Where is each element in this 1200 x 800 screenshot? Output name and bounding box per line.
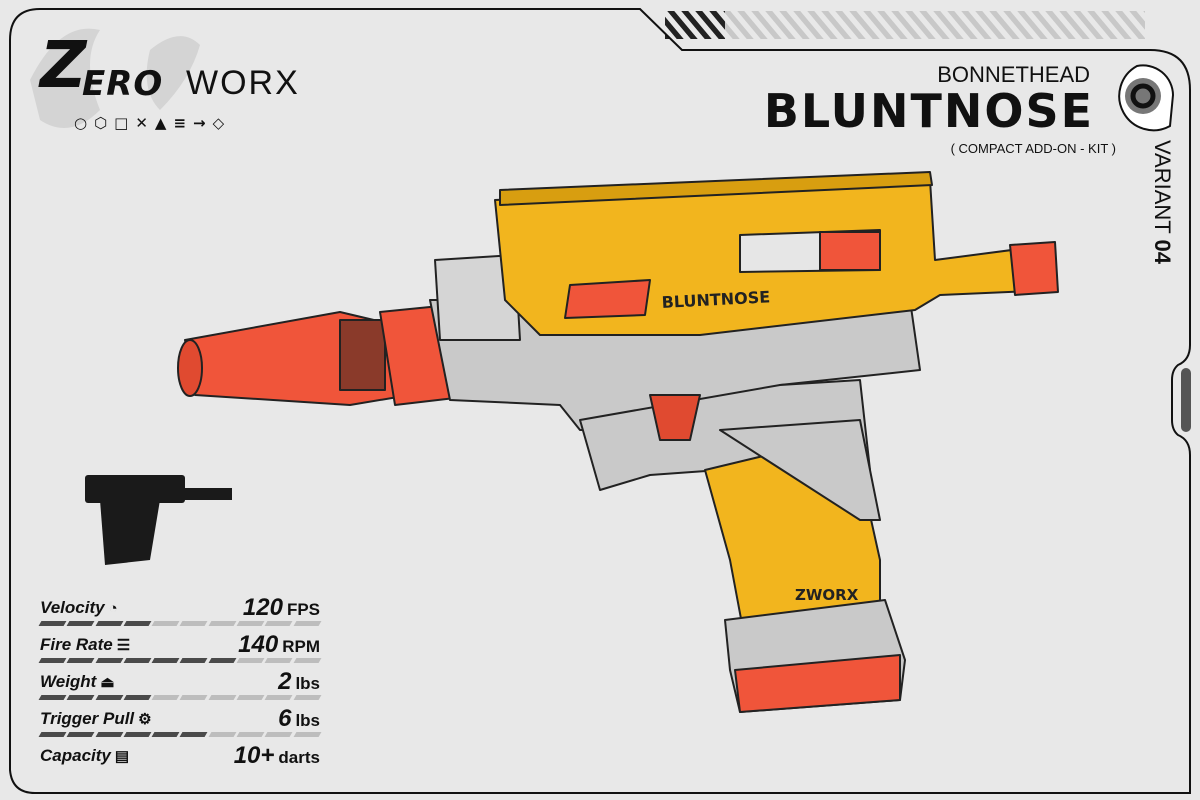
- grip-logo: ZWORX: [795, 586, 859, 604]
- stat-bar-segment: [95, 732, 124, 737]
- stat-label-text: Weight: [40, 672, 97, 691]
- stat-label: Trigger Pull⚙: [40, 709, 152, 729]
- stat-bar-segment: [123, 732, 152, 737]
- stat-bar-segment: [236, 621, 265, 626]
- stat-unit: lbs: [295, 711, 320, 730]
- stat-value-number: 10+: [233, 742, 275, 769]
- shark-watermark: [30, 28, 200, 128]
- stat-value-number: 140: [238, 631, 279, 658]
- stat-value-number: 120: [242, 594, 283, 621]
- stat-bar-segment: [236, 658, 265, 663]
- product-title: BLUNTNOSE: [763, 84, 1094, 138]
- stat-bar-segment: [95, 695, 124, 700]
- stat-bar-segment: [236, 695, 265, 700]
- stat-bar-segment: [293, 732, 322, 737]
- kettlebell-icon: ⏏: [100, 674, 115, 691]
- stat-value-number: 6: [278, 705, 292, 732]
- stat-bar-segment: [208, 732, 237, 737]
- stat-bar-segment: [38, 621, 67, 626]
- trigger-icon: ⚙: [138, 711, 152, 728]
- blaster-illustration: BLUNTNOSE ZWORX: [177, 171, 1059, 713]
- variant-text: VARIANT: [1150, 140, 1175, 234]
- stat-unit: darts: [278, 748, 320, 767]
- stat-label-text: Fire Rate: [40, 635, 113, 654]
- stat-bar-segment: [180, 732, 209, 737]
- stat-bar-segment: [180, 658, 209, 663]
- stat-bar-segment: [95, 658, 124, 663]
- stat-bar-segment: [264, 621, 294, 626]
- stat-bar-segment: [151, 732, 180, 737]
- stat-bar-segment: [293, 658, 322, 663]
- stat-bar: [38, 621, 322, 626]
- stat-bar-segment: [264, 658, 294, 663]
- stat-bar-segment: [66, 658, 96, 663]
- dark-stripes: [665, 11, 725, 39]
- product-kit-label: ( COMPACT ADD-ON - KIT ): [950, 141, 1116, 156]
- stat-label-text: Capacity: [40, 746, 111, 765]
- stat-bar: [38, 732, 322, 737]
- stat-bar-segment: [66, 695, 96, 700]
- stat-bar-segment: [151, 621, 180, 626]
- stat-bar-segment: [95, 621, 124, 626]
- logo-z: Z: [40, 29, 87, 103]
- stat-bar-segment: [208, 658, 237, 663]
- stat-bar-segment: [151, 658, 180, 663]
- stat-unit: lbs: [295, 674, 320, 693]
- variant-number: 04: [1150, 239, 1175, 264]
- stat-bar-segment: [264, 695, 294, 700]
- stat-unit: RPM: [282, 637, 320, 656]
- stat-bar-segment: [293, 695, 322, 700]
- product-subtitle: BONNETHEAD: [937, 62, 1090, 87]
- stat-value-number: 2: [278, 668, 292, 695]
- magazine-icon: ▤: [114, 748, 130, 765]
- speedometer-icon: ◔: [108, 600, 118, 617]
- stat-bar: [38, 658, 322, 663]
- stat-bar-segment: [66, 732, 96, 737]
- stat-bar-segment: [208, 621, 237, 626]
- stat-label: Velocity◔: [40, 598, 118, 618]
- stat-label-text: Velocity: [40, 598, 105, 617]
- stat-bar-segment: [123, 658, 152, 663]
- stat-bar-segment: [123, 695, 152, 700]
- stat-bar-segment: [66, 621, 96, 626]
- stat-bar-segment: [38, 695, 67, 700]
- bullets-icon: ☰: [116, 637, 131, 654]
- stat-bar-segment: [208, 695, 237, 700]
- side-scroll-handle[interactable]: [1181, 368, 1191, 432]
- blaster-silhouette-thumbnail: [85, 475, 232, 565]
- stat-label-text: Trigger Pull: [40, 709, 135, 728]
- stat-bar-segment: [123, 621, 152, 626]
- stat-label: Weight⏏: [40, 672, 115, 692]
- stat-bar-segment: [180, 695, 209, 700]
- light-stripes: [725, 11, 1145, 39]
- logo-worx: WORX: [186, 64, 300, 102]
- stat-bar: [38, 695, 322, 700]
- variant-badge-icon: [1118, 64, 1175, 132]
- logo-ero: ERO: [82, 64, 164, 104]
- stat-label: Fire Rate☰: [40, 635, 130, 655]
- stat-bar-segment: [293, 621, 322, 626]
- variant-label: VARIANT 04: [1149, 140, 1175, 264]
- stat-label: Capacity▤: [40, 746, 129, 766]
- stat-bar-segment: [236, 732, 265, 737]
- stat-value: 10+darts: [234, 742, 320, 770]
- stat-bar-segment: [151, 695, 180, 700]
- stat-bar-segment: [38, 658, 67, 663]
- stat-row: Capacity▤ 10+darts: [40, 742, 320, 779]
- stat-bar-segment: [180, 621, 209, 626]
- stat-bar-segment: [264, 732, 294, 737]
- logo-glyphs: ○⬡□✕▲≡→◇: [74, 114, 232, 132]
- stat-unit: FPS: [286, 600, 320, 619]
- stat-bar-segment: [38, 732, 67, 737]
